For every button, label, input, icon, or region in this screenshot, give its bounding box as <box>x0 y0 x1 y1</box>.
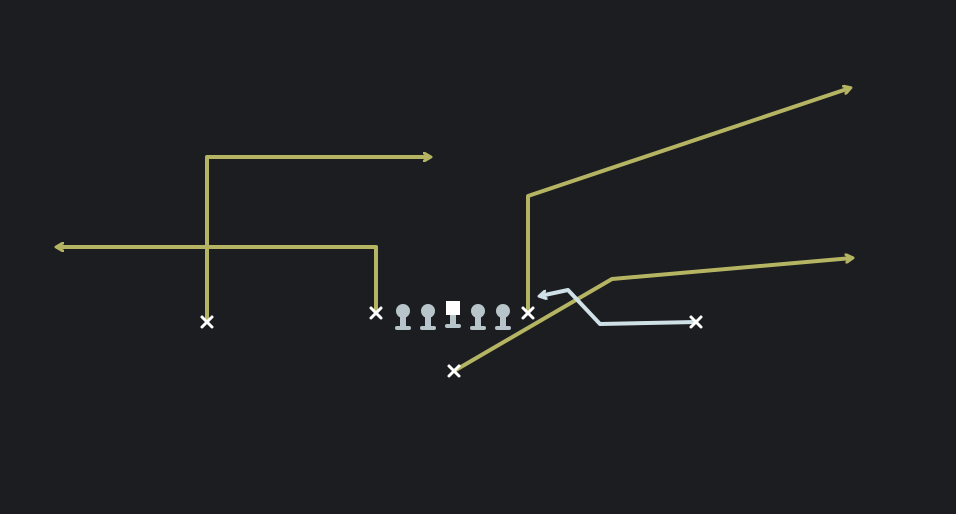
lineman-left-guard <box>420 304 436 330</box>
route-wheel-right <box>452 258 852 373</box>
player-x-te-right <box>521 306 535 320</box>
center-square <box>445 301 461 328</box>
player-x-wr-left-outside <box>200 315 214 329</box>
player-x-wr-left-slot <box>369 306 383 320</box>
route-dig-in <box>205 157 430 322</box>
route-motion-left <box>540 288 697 326</box>
lineman-right-guard <box>470 304 486 330</box>
lineman-right-tackle <box>495 304 511 330</box>
route-corner-right <box>526 88 850 313</box>
player-x-wr-right <box>689 315 703 329</box>
offensive-line <box>395 301 511 330</box>
route-out-left <box>57 247 378 313</box>
player-x-back-right <box>447 364 461 378</box>
lineman-left-tackle <box>395 304 411 330</box>
